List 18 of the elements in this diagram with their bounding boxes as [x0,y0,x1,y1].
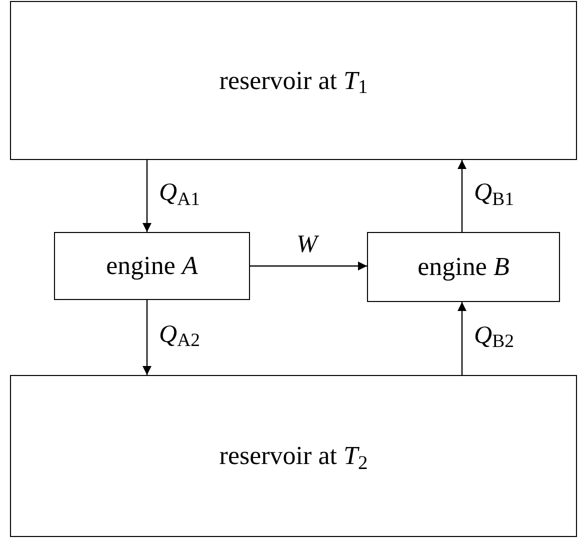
box-label: reservoir at T$_{2}$ [219,443,368,469]
arrow [142,300,152,375]
edge-label: Q$_{A2}$ [159,322,200,346]
edge-label: W [296,232,318,257]
box-label: reservoir at T$_{1}$ [219,68,368,94]
engine-box [54,232,250,300]
edge-label: Q$_{B1}$ [474,180,514,205]
box-label: engine B [418,254,510,280]
arrow [250,262,367,270]
edge-label: Q$_{B2}$ [474,322,514,348]
arrow [458,160,466,232]
arrow [458,302,466,375]
reservoir-box [10,375,577,537]
reservoir-box [10,1,577,160]
edge-label: Q$_{A1}$ [159,180,200,205]
engine-box [367,232,560,302]
box-label: engine A [106,253,198,279]
arrow [142,160,152,232]
